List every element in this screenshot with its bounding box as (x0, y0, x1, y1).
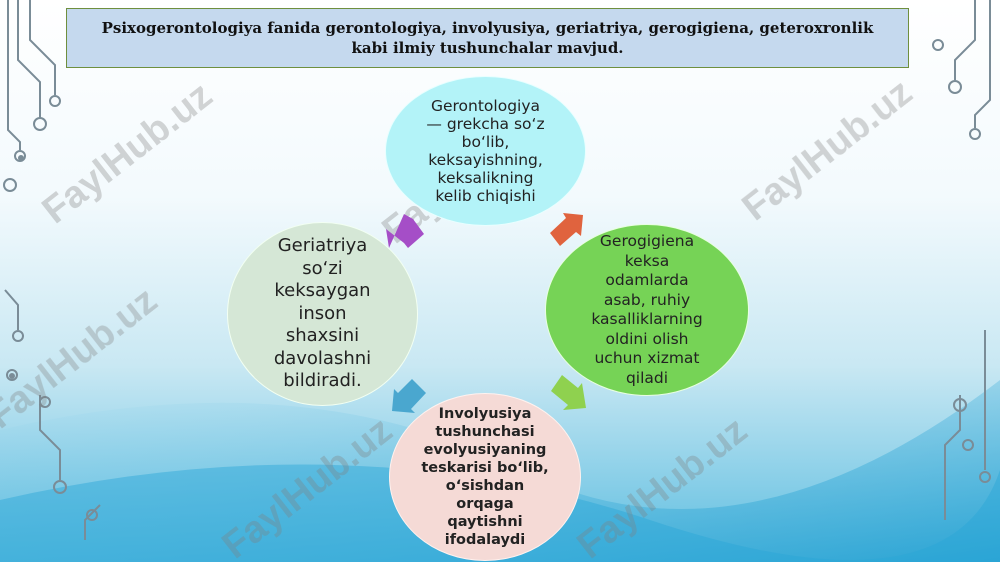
title-banner: Psixogerontologiya fanida gerontologiya,… (66, 8, 909, 68)
node-gerogigiena-text: Gerogigiena keksa odamlarda asab, ruhiy … (591, 232, 703, 387)
node-geriatriya-text: Geriatriya so‘zi keksaygan inson shaxsin… (273, 235, 372, 392)
node-gerontologiya: Gerontologiya — grekcha so‘z bo‘lib, kek… (385, 76, 586, 226)
node-geriatriya: Geriatriya so‘zi keksaygan inson shaxsin… (227, 222, 418, 406)
node-involyusiya: Involyusiya tushunchasi evolyusiyaning t… (389, 393, 581, 561)
slide-title: Psixogerontologiya fanida gerontologiya,… (101, 19, 874, 57)
node-gerogigiena: Gerogigiena keksa odamlarda asab, ruhiy … (545, 224, 749, 396)
node-involyusiya-text: Involyusiya tushunchasi evolyusiyaning t… (421, 406, 549, 548)
node-gerontologiya-text: Gerontologiya — grekcha so‘z bo‘lib, kek… (426, 97, 545, 205)
